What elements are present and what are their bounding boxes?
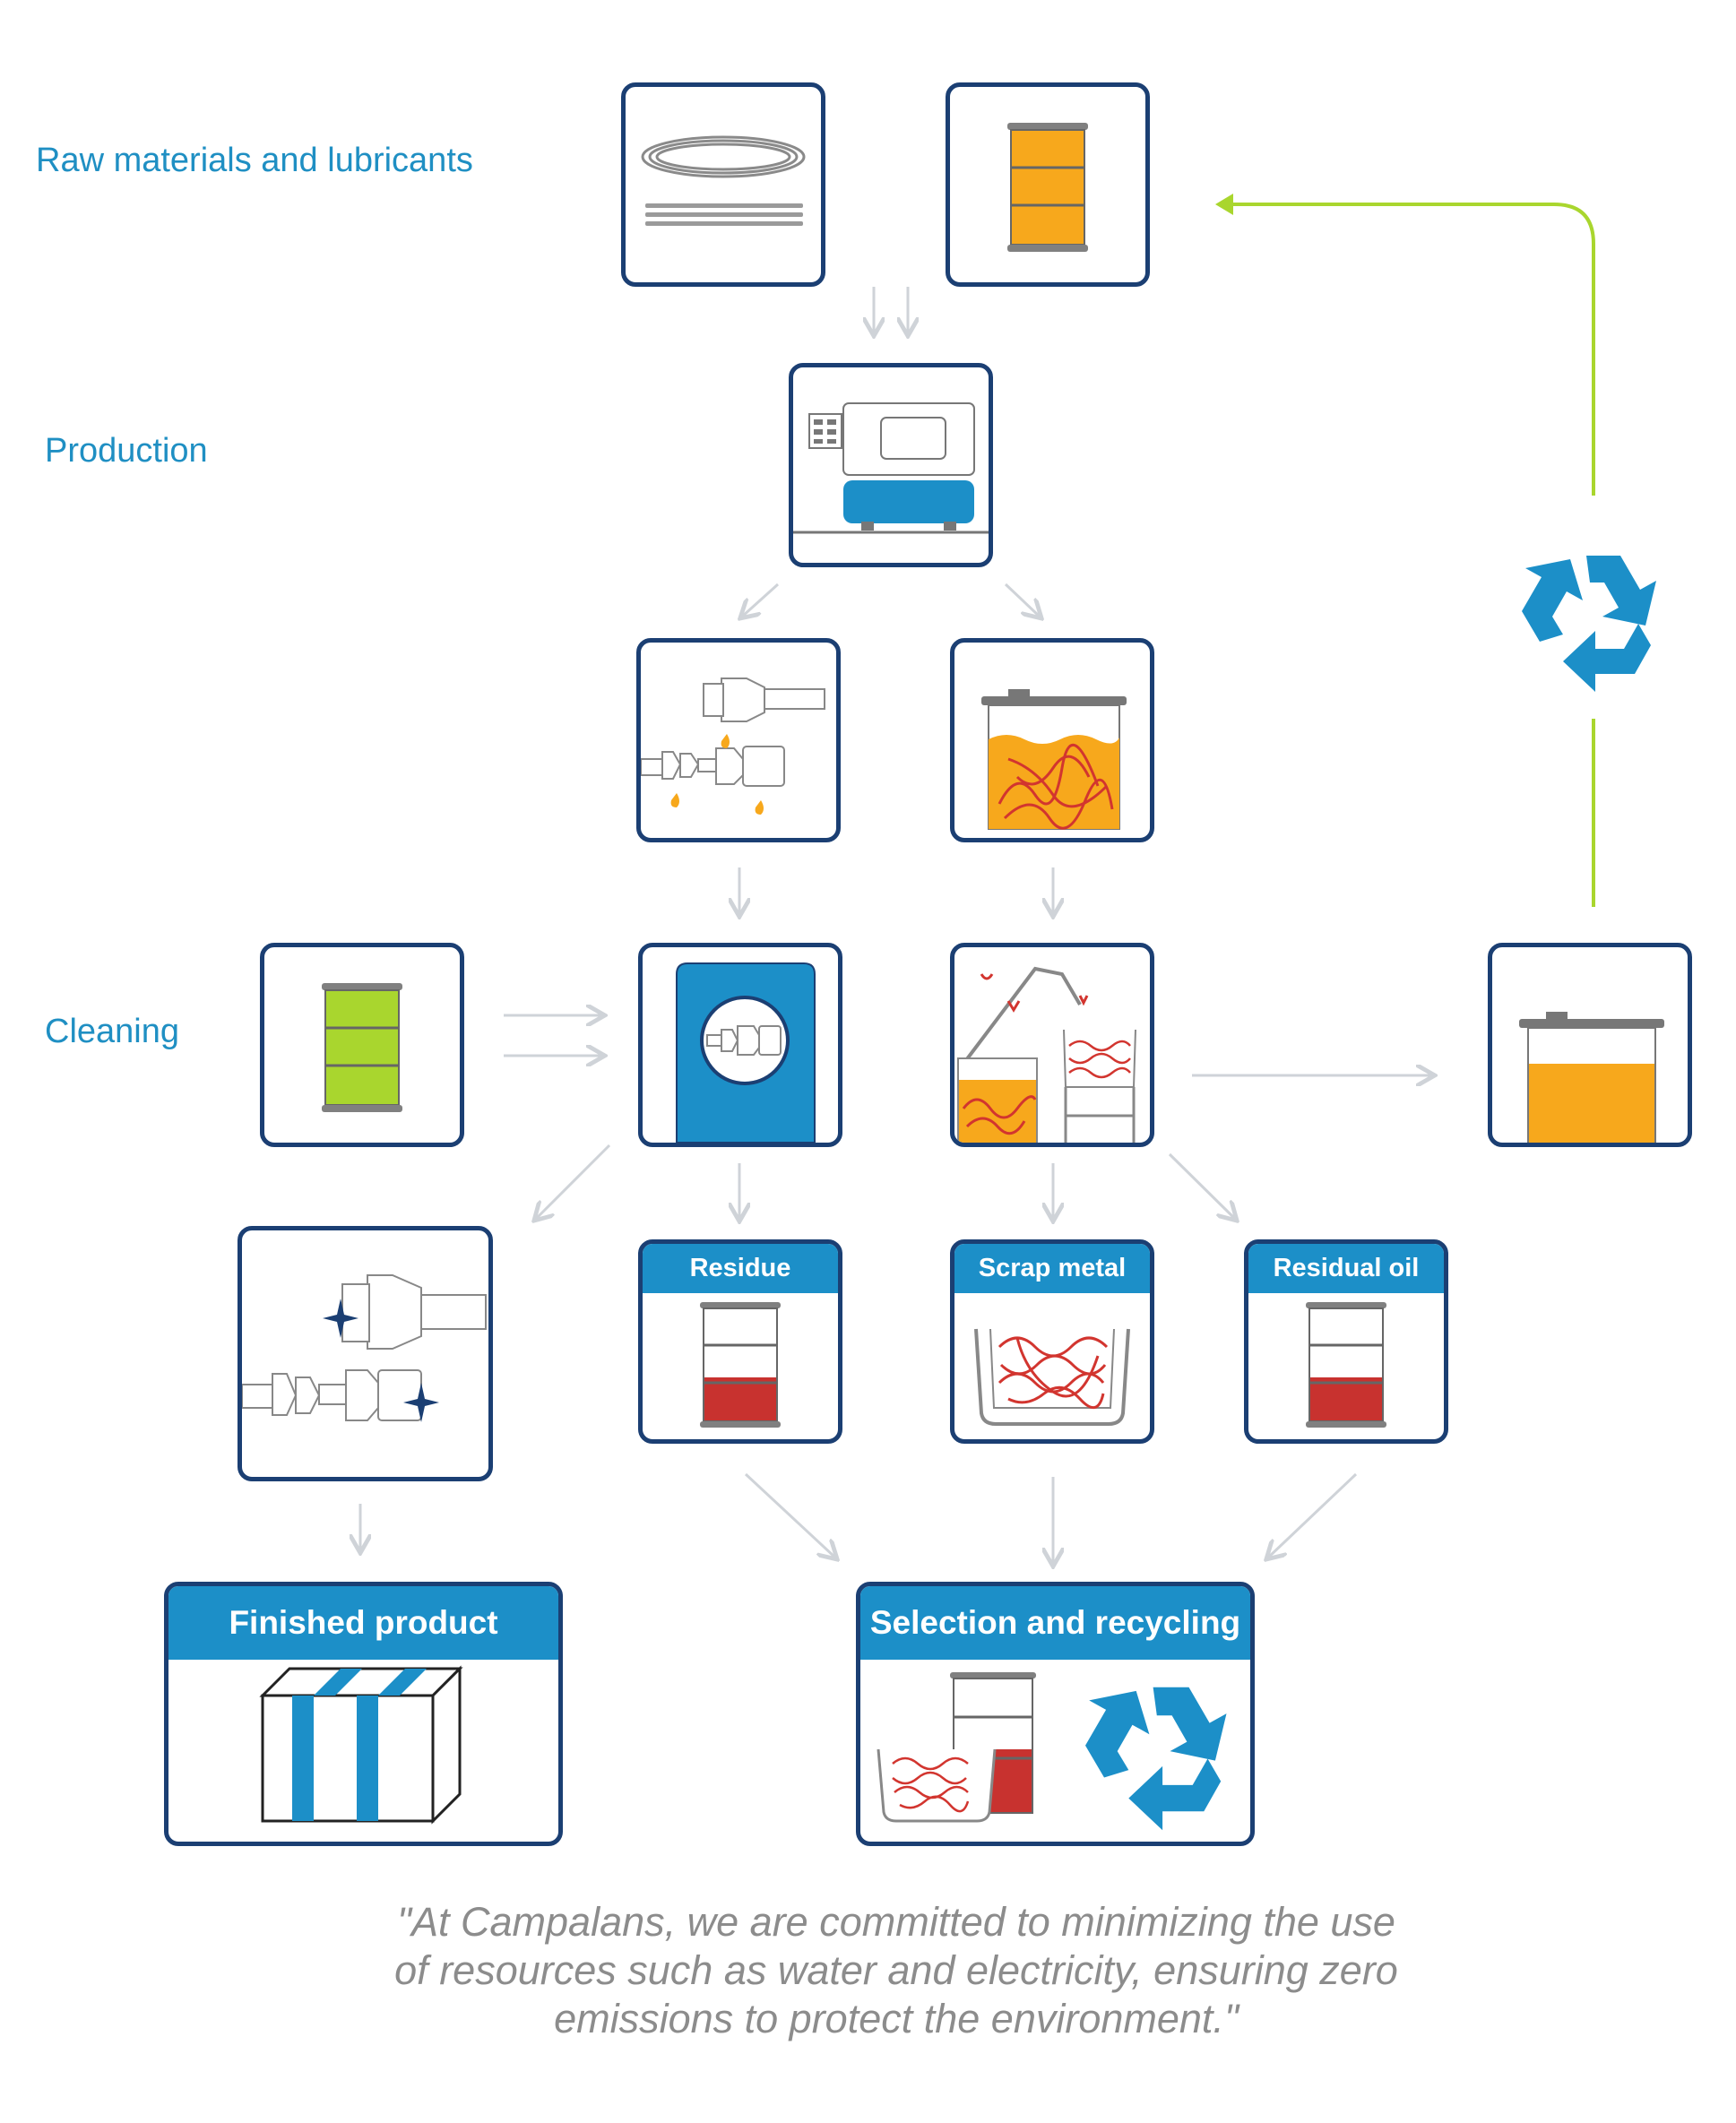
arrow-production-to-chips: [1004, 583, 1040, 617]
recycle-path-upper: [1215, 194, 1595, 496]
stage-label-raw-materials: Raw materials and lubricants: [36, 142, 473, 179]
arrow-production-to-parts: [742, 583, 780, 617]
selection-recycling-box: Selection and recycling: [856, 1582, 1255, 1846]
lubricated-parts-icon: [641, 677, 825, 815]
recycle-bin-icon: [877, 1672, 1227, 1831]
lubricant-drum-box: [946, 82, 1150, 287]
chip-tank-box: [950, 638, 1154, 842]
residue-box: Residue: [638, 1239, 842, 1444]
arrow-oil-to-selection: [1268, 1472, 1358, 1558]
washing-machine-icon: [676, 962, 816, 1143]
scrap-metal-header: Scrap metal: [954, 1244, 1150, 1293]
residual-oil-header: Residual oil: [1248, 1244, 1444, 1293]
arrow-residue-to-selection: [744, 1472, 835, 1558]
residue-drum-icon: [700, 1302, 781, 1428]
stage-label-production: Production: [45, 432, 208, 470]
recycle-icon: [1085, 1687, 1227, 1831]
quote: "At Campalans, we are committed to minim…: [269, 1898, 1524, 2043]
oil-tank-icon: [1519, 1012, 1664, 1143]
residue-header: Residue: [643, 1244, 838, 1293]
residual-oil-box: Residual oil: [1244, 1239, 1448, 1444]
wire-coils-icon: [641, 135, 806, 226]
production-machine-box: [789, 363, 993, 567]
lubricated-parts-box: [636, 638, 841, 842]
scrap-metal-box: Scrap metal: [950, 1239, 1154, 1444]
scrap-basket-icon: [974, 1328, 1130, 1426]
quote-line-2: of resources such as water and electrici…: [394, 1947, 1398, 1993]
chip-separator-icon: [957, 966, 1136, 1143]
quote-line-1: "At Campalans, we are committed to minim…: [397, 1899, 1395, 1945]
selection-recycling-header: Selection and recycling: [860, 1586, 1250, 1660]
residual-oil-drum-icon: [1306, 1302, 1386, 1428]
chip-separator-box: [950, 943, 1154, 1147]
chip-tank-icon: [981, 689, 1127, 830]
stage-label-cleaning: Cleaning: [45, 1013, 179, 1050]
oil-drum-icon: [1007, 123, 1088, 252]
arrow-separator-to-residual-oil: [1168, 1152, 1235, 1219]
oil-tank-box: [1488, 943, 1692, 1147]
raw-wire-box: [621, 82, 825, 287]
recycle-icon: [1522, 556, 1656, 692]
box-icon: [259, 1665, 463, 1825]
finished-product-box: Finished product: [164, 1582, 563, 1846]
washing-machine-box: [638, 943, 842, 1147]
arrow-washer-to-clean-parts: [536, 1143, 611, 1219]
clean-parts-icon: [242, 1274, 487, 1422]
clean-parts-box: [238, 1226, 493, 1481]
machine-icon: [793, 402, 989, 534]
cleaner-drum-box: [260, 943, 464, 1147]
cleaner-drum-icon: [322, 983, 402, 1112]
finished-product-header: Finished product: [168, 1586, 558, 1660]
quote-line-3: emissions to protect the environment.": [554, 1996, 1239, 2041]
